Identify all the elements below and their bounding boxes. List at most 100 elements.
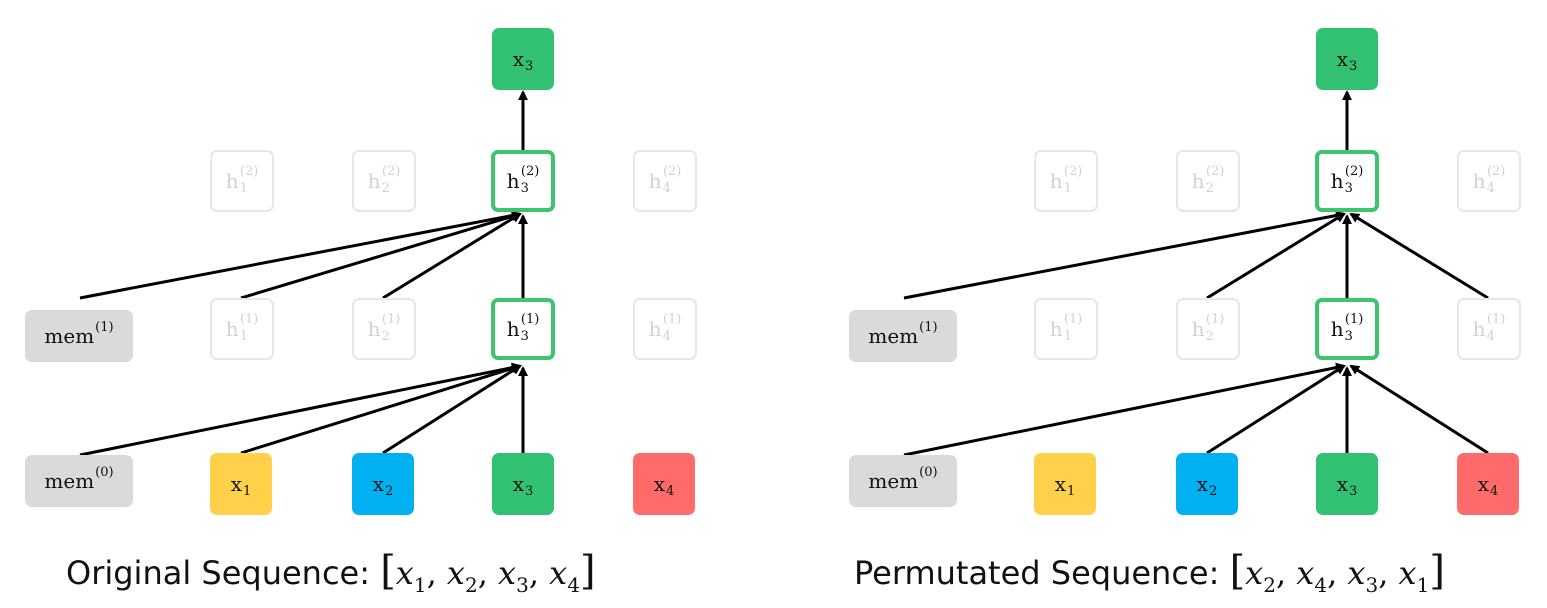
hidden-subscript: 1 xyxy=(239,328,248,344)
hidden-superscript: (2) xyxy=(1205,163,1225,179)
token-subscript: 2 xyxy=(1209,483,1218,499)
edge-h2-1-to-h3-2 xyxy=(382,212,522,300)
hidden-subscript: 2 xyxy=(1205,180,1214,196)
hidden-superscript: (2) xyxy=(239,163,259,179)
sequence-item: x1 xyxy=(1398,554,1430,597)
hidden-subscript: 4 xyxy=(662,180,671,196)
token-subscript: 3 xyxy=(525,483,534,499)
caption-text: Permutated Sequence: xyxy=(854,554,1220,592)
hidden-subscript: 4 xyxy=(1486,180,1495,196)
edges-right xyxy=(903,90,1489,457)
token-letter: x xyxy=(372,472,384,496)
edge-x1-to-h3-1 xyxy=(240,363,522,455)
layer-superscript: (0) xyxy=(95,464,114,480)
token-letter: x xyxy=(1336,472,1348,496)
hidden-subscript: 3 xyxy=(1344,328,1353,344)
sequence-item: x3 xyxy=(1347,554,1379,597)
hidden-superscript: (2) xyxy=(1063,163,1083,179)
hidden-letter: h xyxy=(1330,169,1344,193)
token-subscript: 1 xyxy=(1067,483,1076,499)
hidden-subscript: 2 xyxy=(1205,328,1214,344)
sequence-values: x2, x4, x3, x1 xyxy=(1245,554,1430,597)
hidden-superscript: (1) xyxy=(381,311,401,327)
layer-superscript: (1) xyxy=(95,319,114,335)
sequence-item: x3 xyxy=(498,554,529,597)
token-letter: x xyxy=(1054,472,1066,496)
hidden-subscript: 3 xyxy=(520,180,529,196)
hidden-superscript: (2) xyxy=(662,163,682,179)
edge-mem1-to-h3-2 xyxy=(903,210,1346,300)
hidden-superscript: (1) xyxy=(520,311,540,327)
hidden-subscript: 2 xyxy=(381,180,390,196)
hidden-superscript: (1) xyxy=(1205,311,1225,327)
hidden-superscript: (1) xyxy=(1486,311,1506,327)
caption-original: Original Sequence: [x1, x2, x3, x4] xyxy=(66,548,596,597)
hidden-subscript: 2 xyxy=(381,328,390,344)
hidden-letter: h xyxy=(648,317,662,341)
hidden-superscript: (1) xyxy=(1063,311,1083,327)
caption-text: Original Sequence: xyxy=(66,554,371,592)
caption-sequence: [x1, x2, x3, x4] xyxy=(380,548,596,597)
token-letter: x xyxy=(1196,472,1208,496)
mem-label: mem xyxy=(44,324,95,348)
sequence-item: x2 xyxy=(446,554,478,597)
edge-h4-1-to-h3-2 xyxy=(1349,212,1489,300)
layer-superscript: (1) xyxy=(919,319,938,335)
caption-permutated: Permutated Sequence: [x2, x4, x3, x1] xyxy=(854,548,1445,597)
mem-label: mem xyxy=(44,469,95,493)
hidden-subscript: 3 xyxy=(1344,180,1353,196)
token-subscript: 3 xyxy=(525,58,534,74)
token-subscript: 1 xyxy=(243,483,252,499)
mem-1-box: mem(1) xyxy=(849,310,957,362)
hidden-letter: h xyxy=(367,169,381,193)
hidden-letter: h xyxy=(1049,169,1063,193)
hidden-subscript: 1 xyxy=(239,180,248,196)
edge-h1-1-to-h3-2 xyxy=(240,211,522,300)
hidden-superscript: (1) xyxy=(1344,311,1364,327)
sequence-item: x4 xyxy=(1296,554,1328,597)
token-subscript: 4 xyxy=(666,483,675,499)
token-letter: x xyxy=(653,472,665,496)
hidden-letter: h xyxy=(1472,169,1486,193)
hidden-subscript: 1 xyxy=(1063,328,1072,344)
caption-sequence: [x2, x4, x3, x1] xyxy=(1229,548,1445,597)
hidden-letter: h xyxy=(1191,317,1205,341)
mem-0-box: mem(0) xyxy=(849,455,957,507)
hidden-superscript: (1) xyxy=(239,311,259,327)
hidden-letter: h xyxy=(1472,317,1486,341)
hidden-superscript: (2) xyxy=(1344,163,1364,179)
edges-left xyxy=(79,90,528,457)
hidden-superscript: (1) xyxy=(662,311,682,327)
sequence-item: x4 xyxy=(549,554,580,597)
hidden-letter: h xyxy=(1330,317,1344,341)
hidden-letter: h xyxy=(225,317,239,341)
hidden-superscript: (2) xyxy=(1486,163,1506,179)
layer-superscript: (0) xyxy=(919,464,938,480)
hidden-letter: h xyxy=(506,169,520,193)
edge-mem0-to-h3-1 xyxy=(79,362,522,457)
sequence-values: x1, x2, x3, x4 xyxy=(395,554,580,597)
token-subscript: 3 xyxy=(1349,483,1358,499)
